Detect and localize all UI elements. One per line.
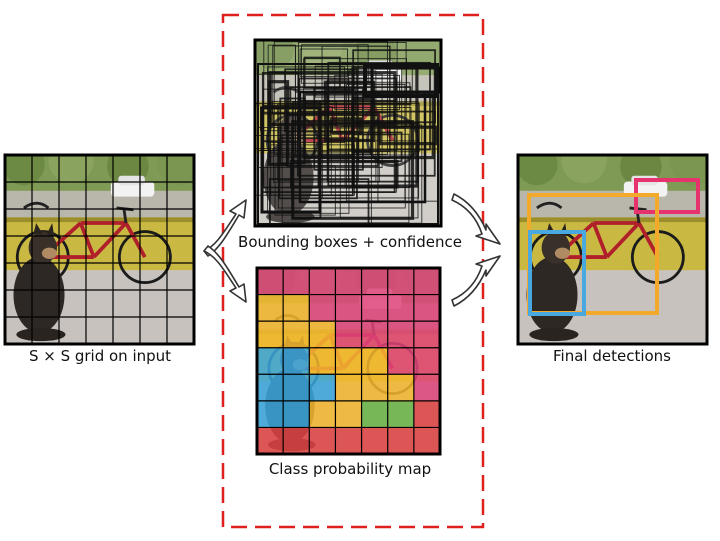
class-cell-magenta [283, 268, 310, 295]
bounding-box [313, 87, 364, 171]
bounding-boxes [254, 39, 440, 225]
class-cell-yellow [283, 321, 310, 349]
class-cell-yellow [257, 321, 284, 349]
bounding-box [285, 114, 379, 167]
input-frame [3, 153, 196, 346]
class-cell-blue [283, 347, 310, 375]
class-cell-magenta [361, 268, 389, 295]
bounding-box [277, 127, 406, 209]
class-cell-magenta [335, 268, 362, 295]
class-cell-red [257, 427, 284, 455]
label-classmap: Class probability map [269, 460, 431, 478]
class-cell-magenta [387, 347, 415, 375]
bounding-box [299, 48, 349, 77]
class-cell-red [361, 427, 389, 455]
class-cell-magenta [335, 321, 362, 349]
class-cell-yellow [309, 347, 336, 375]
class-cell-magenta [361, 321, 389, 349]
class-cell-magenta [387, 294, 415, 322]
class-cell-magenta [413, 347, 441, 375]
bounding-box [329, 117, 363, 135]
detection-box-dog [528, 230, 586, 316]
class-cell-blue [309, 374, 336, 402]
class-cell-magenta [413, 374, 441, 402]
class-cell-yellow [361, 347, 389, 375]
class-cell-yellow [387, 374, 415, 402]
class-cell-blue [283, 374, 310, 402]
arrow-classmap-to-final [451, 255, 501, 307]
bounding-box-strong [298, 90, 427, 204]
bounding-box [378, 125, 438, 146]
bounding-box-strong [260, 106, 322, 214]
arrow-input-to-classmap [203, 245, 247, 303]
class-cell-yellow [257, 294, 284, 322]
class-map-grid [257, 268, 440, 454]
class-cell-red [413, 400, 441, 428]
bounding-box [278, 137, 358, 200]
class-cell-yellow [335, 374, 362, 402]
class-cell-red [283, 427, 310, 455]
class-cell-magenta [309, 268, 336, 295]
class-cell-blue [283, 400, 310, 428]
input-grid [5, 155, 194, 344]
class-cell-magenta [387, 268, 415, 295]
class-cell-yellow [335, 400, 362, 428]
class-cell-magenta [309, 294, 336, 322]
input-photo [5, 155, 194, 344]
class-cell-magenta [361, 294, 389, 322]
class-cell-red [413, 427, 441, 455]
class-cell-yellow [283, 294, 310, 322]
final-detections-panel [516, 153, 709, 346]
class-cell-magenta [257, 268, 284, 295]
bounding-box [289, 160, 399, 189]
class-cell-magenta [387, 321, 415, 349]
class-probability-cells [257, 268, 441, 455]
input-image-panel [3, 153, 196, 346]
label-boxes: Bounding boxes + confidence [238, 233, 462, 251]
class-map-frame [255, 266, 442, 456]
class-map-panel [255, 266, 442, 456]
class-cell-yellow [309, 400, 336, 428]
boxes-frame [253, 38, 443, 228]
class-cell-magenta [335, 294, 362, 322]
class-cell-yellow [335, 347, 362, 375]
bounding-box-strong [257, 63, 439, 225]
class-cell-blue [257, 400, 284, 428]
class-cell-yellow [361, 374, 389, 402]
class-cell-green [361, 400, 389, 428]
class-cell-blue [257, 347, 284, 375]
class-cell-magenta [413, 268, 441, 295]
bounding-box [351, 102, 420, 153]
bounding-box [323, 80, 376, 143]
class-cell-magenta [413, 294, 441, 322]
class-cell-yellow [309, 321, 336, 349]
class-cell-red [309, 427, 336, 455]
class-cell-green [387, 400, 415, 428]
class-cell-blue [257, 374, 284, 402]
label-input: S × S grid on input [29, 347, 171, 365]
final-frame [516, 153, 709, 346]
arrow-boxes-to-final [451, 193, 501, 245]
class-cell-red [387, 427, 415, 455]
class-cell-red [335, 427, 362, 455]
label-final: Final detections [553, 347, 671, 365]
bounding-boxes-panel [253, 38, 443, 228]
class-cell-magenta [413, 321, 441, 349]
